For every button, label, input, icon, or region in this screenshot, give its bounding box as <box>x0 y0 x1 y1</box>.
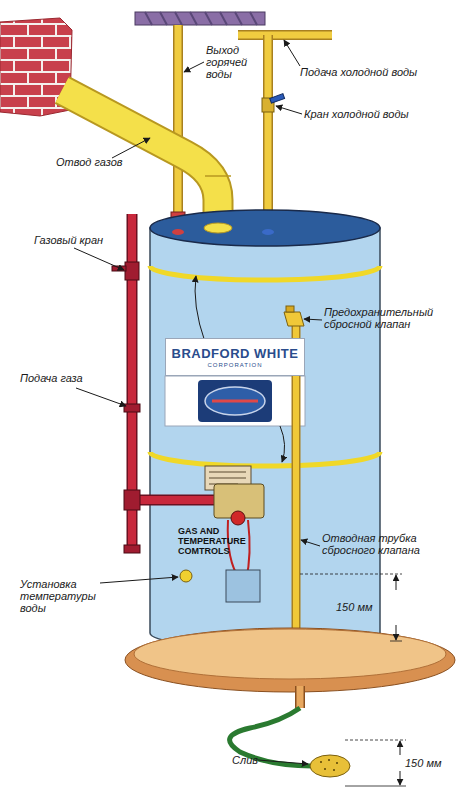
brand-subtitle: CORPORATION <box>166 361 304 369</box>
callout-label: Подача холодной воды <box>300 66 450 78</box>
brand-name: BRADFORD WHITE <box>166 347 304 361</box>
cold-water-pipe <box>238 35 332 226</box>
tank <box>150 210 380 648</box>
strap-band <box>150 452 380 466</box>
callout-label: Подача газа <box>20 372 120 384</box>
hot-water-pipe <box>171 25 185 226</box>
control-label: GAS AND TEMPERATURE COMTROLS <box>178 526 278 556</box>
gas-pipe <box>112 214 216 553</box>
dimension-line <box>300 574 402 641</box>
dimension-label: 150 мм <box>336 601 392 613</box>
callout-label: Отвод газов <box>56 156 156 168</box>
leader-lines <box>74 40 322 764</box>
nameplate-lines <box>209 472 246 484</box>
dimension-label: 150 мм <box>405 757 455 769</box>
twisted-pipe <box>135 12 265 25</box>
callout-label: Выход горячей воды <box>206 44 264 80</box>
strap-band <box>150 266 380 280</box>
callout-label: Кран холодной воды <box>304 108 449 120</box>
callout-label: Предохранительный сбросной клапан <box>324 306 454 330</box>
callout-label: Отводная трубка сбросного клапана <box>322 532 452 556</box>
callout-label: Слив <box>232 754 272 766</box>
drain-line <box>230 686 350 777</box>
callout-label: Установка температуры воды <box>20 578 112 614</box>
callout-label: Газовый кран <box>34 234 134 246</box>
dimension-line <box>345 740 406 786</box>
logo-box: BRADFORD WHITECORPORATION <box>165 338 305 376</box>
leader-line <box>280 426 285 462</box>
leader-line <box>195 276 205 342</box>
logo-badge <box>165 376 305 426</box>
drain-pan <box>125 628 455 692</box>
